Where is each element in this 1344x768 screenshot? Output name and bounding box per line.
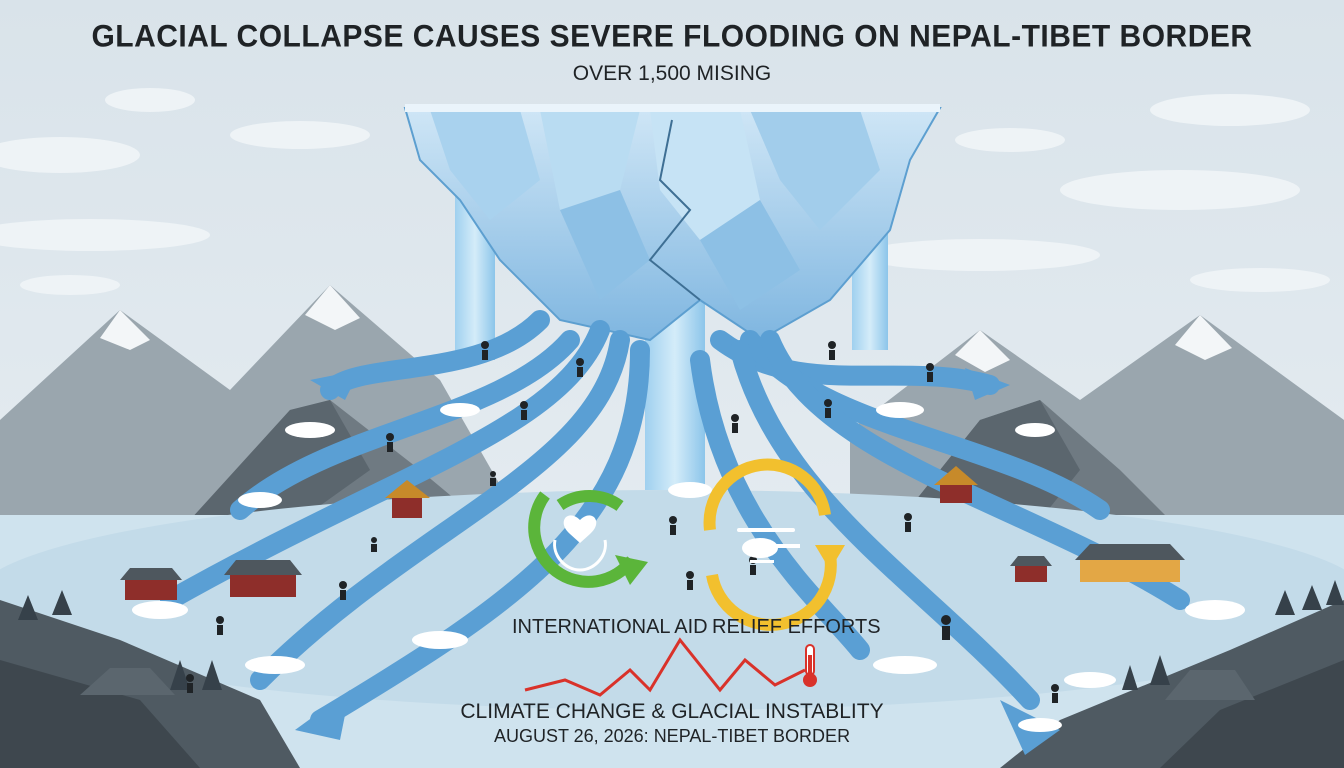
page-title: GLACIAL COLLAPSE CAUSES SEVERE FLOODING … (91, 19, 1253, 54)
heart-hands-icon (553, 515, 607, 572)
glacier (403, 104, 942, 342)
helicopter-icon (737, 528, 800, 563)
tent-right (1165, 670, 1255, 700)
relief-cycle-icon (703, 458, 845, 631)
aid-cycle-icon (528, 490, 648, 588)
foam (132, 402, 1245, 732)
thermometer-icon (803, 644, 817, 687)
page-subtitle: OVER 1,500 MISING (572, 62, 772, 85)
trees (18, 580, 1344, 690)
people (186, 341, 1059, 703)
footer-date-line: AUGUST 26, 2026: NEPAL-TIBET BORDER (493, 726, 851, 746)
relief-label: RELIEF EFFORTS (712, 616, 881, 638)
footer-climate-line: CLIMATE CHANGE & GLACIAL INSTABLITY (460, 700, 884, 723)
clouds (0, 88, 1330, 295)
houses (120, 466, 1185, 600)
climate-trend-line (524, 637, 806, 697)
aid-label: INTERNATIONAL AID (512, 616, 708, 638)
tent-left (80, 668, 175, 695)
